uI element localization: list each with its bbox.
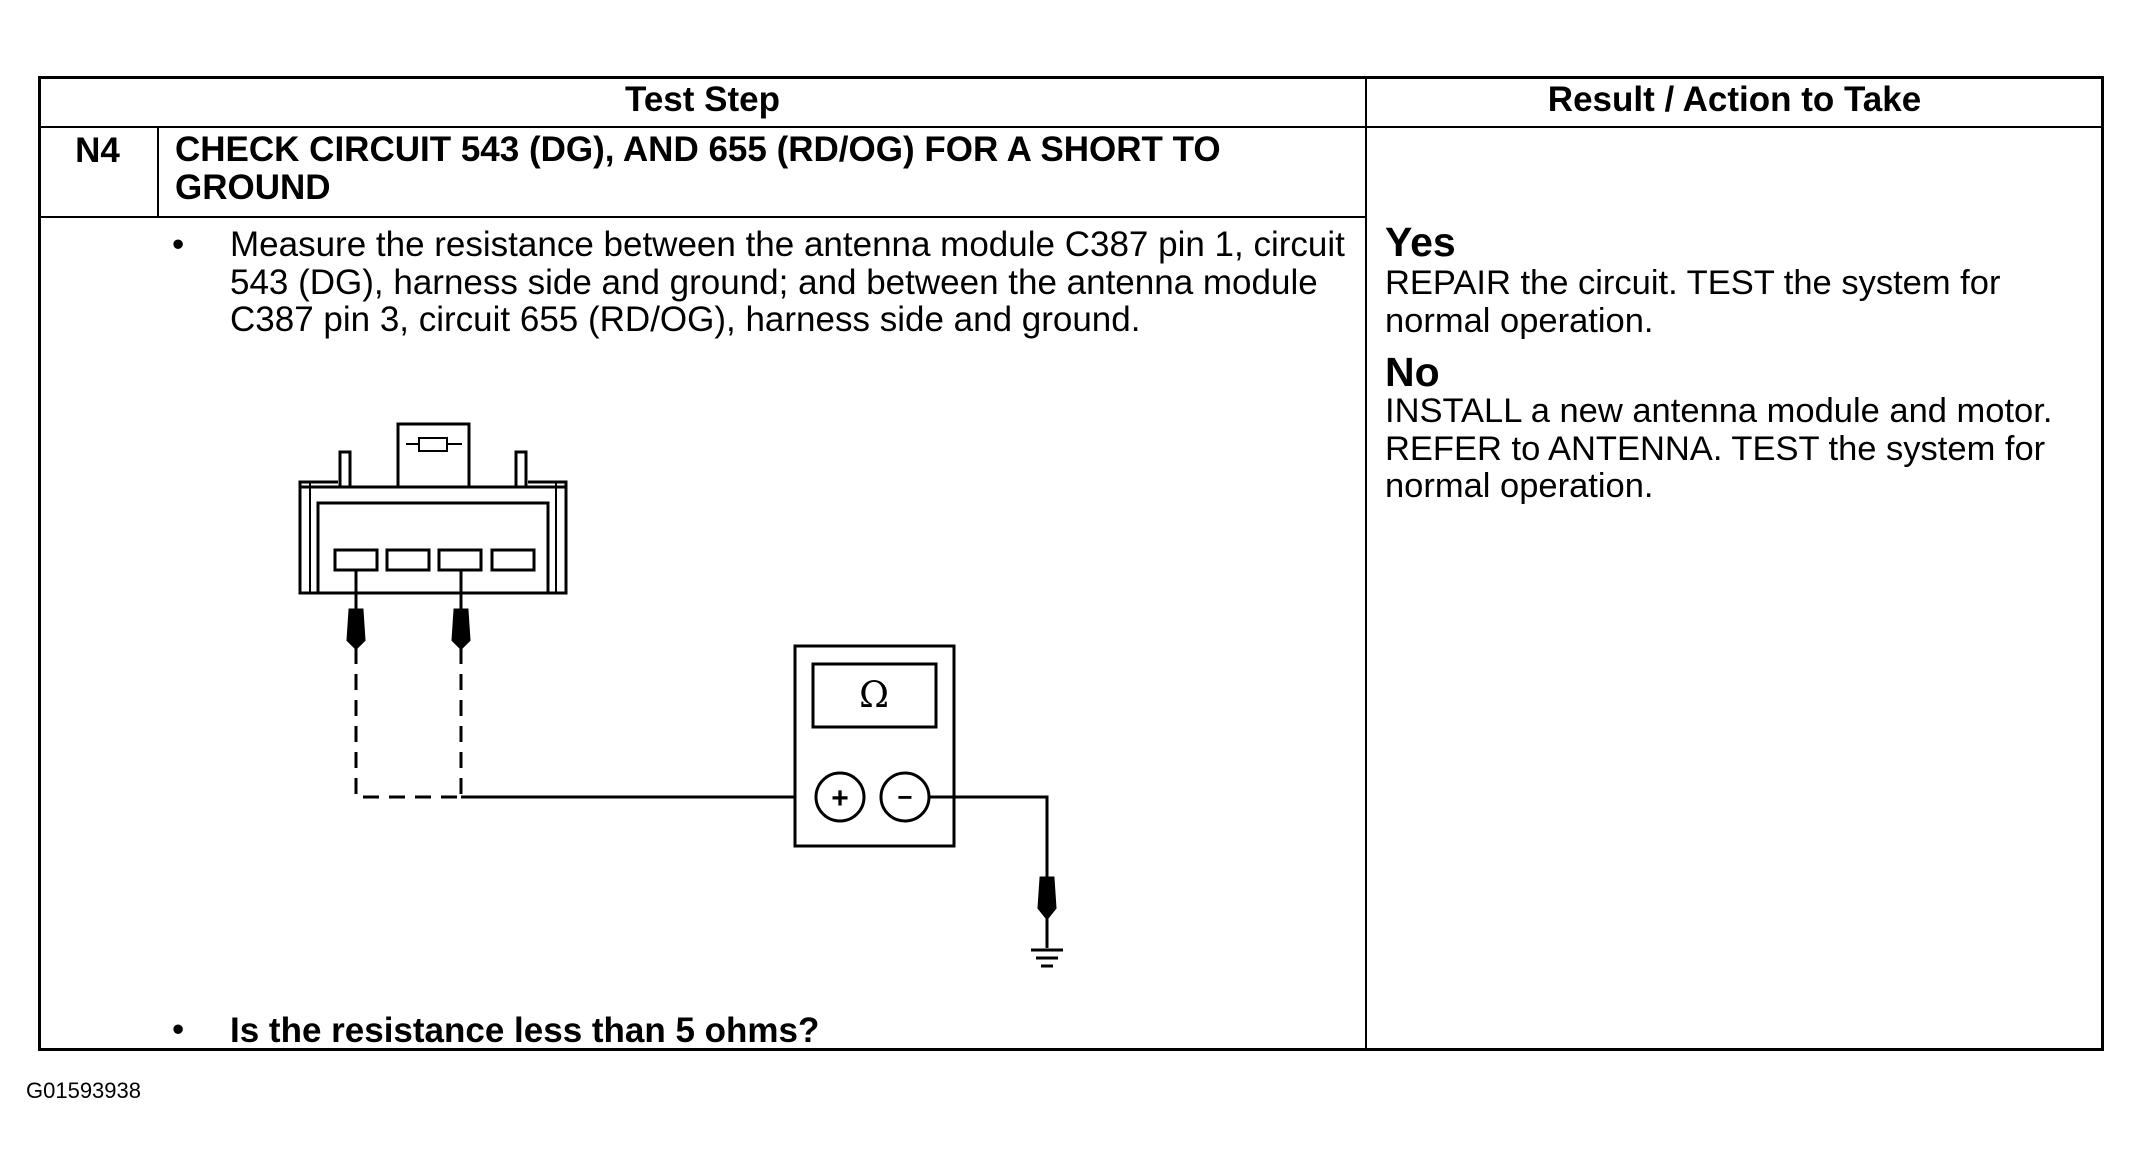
bullet: • — [172, 1010, 185, 1049]
pin-4 — [490, 548, 536, 572]
column-divider — [1365, 76, 1367, 1051]
minus-terminal: − — [897, 782, 912, 812]
connector-c387 — [298, 422, 568, 595]
result-yes-label: Yes — [1385, 219, 1456, 265]
ohm-symbol: Ω — [859, 675, 889, 716]
probe-pin-1 — [346, 570, 366, 651]
figure-id: G01593938 — [26, 1078, 141, 1103]
result-no-label: No — [1385, 349, 1440, 395]
pin-1 — [333, 548, 379, 572]
pin-3 — [437, 548, 483, 572]
test-leads-dashed — [354, 648, 463, 799]
header-row-divider — [38, 126, 2104, 128]
bullet: • — [172, 225, 185, 264]
ohmmeter — [793, 644, 956, 848]
ground-probe — [1037, 876, 1057, 948]
test-lead-negative — [929, 795, 1049, 878]
step-id: N4 — [75, 131, 120, 170]
step-id-divider — [157, 126, 159, 217]
title-row-divider — [38, 216, 1366, 218]
step-title: CHECK CIRCUIT 543 (DG), AND 655 (RD/OG) … — [175, 130, 1221, 207]
pin-2 — [385, 548, 431, 572]
result-yes-text: REPAIR the circuit. TEST the system for … — [1385, 264, 2001, 340]
connector-pins — [333, 548, 536, 572]
header-test-step: Test Step — [625, 80, 780, 119]
instruction-text: Measure the resistance between the anten… — [230, 225, 1345, 339]
question-text: Is the resistance less than 5 ohms? — [230, 1011, 820, 1050]
result-no-text: INSTALL a new antenna module and motor. … — [1385, 392, 2053, 505]
probe-pin-3 — [451, 570, 471, 651]
header-result-action: Result / Action to Take — [1547, 80, 1922, 119]
ground-icon — [1031, 948, 1063, 968]
plus-terminal: + — [831, 782, 849, 815]
procedure-table — [38, 76, 2104, 1051]
